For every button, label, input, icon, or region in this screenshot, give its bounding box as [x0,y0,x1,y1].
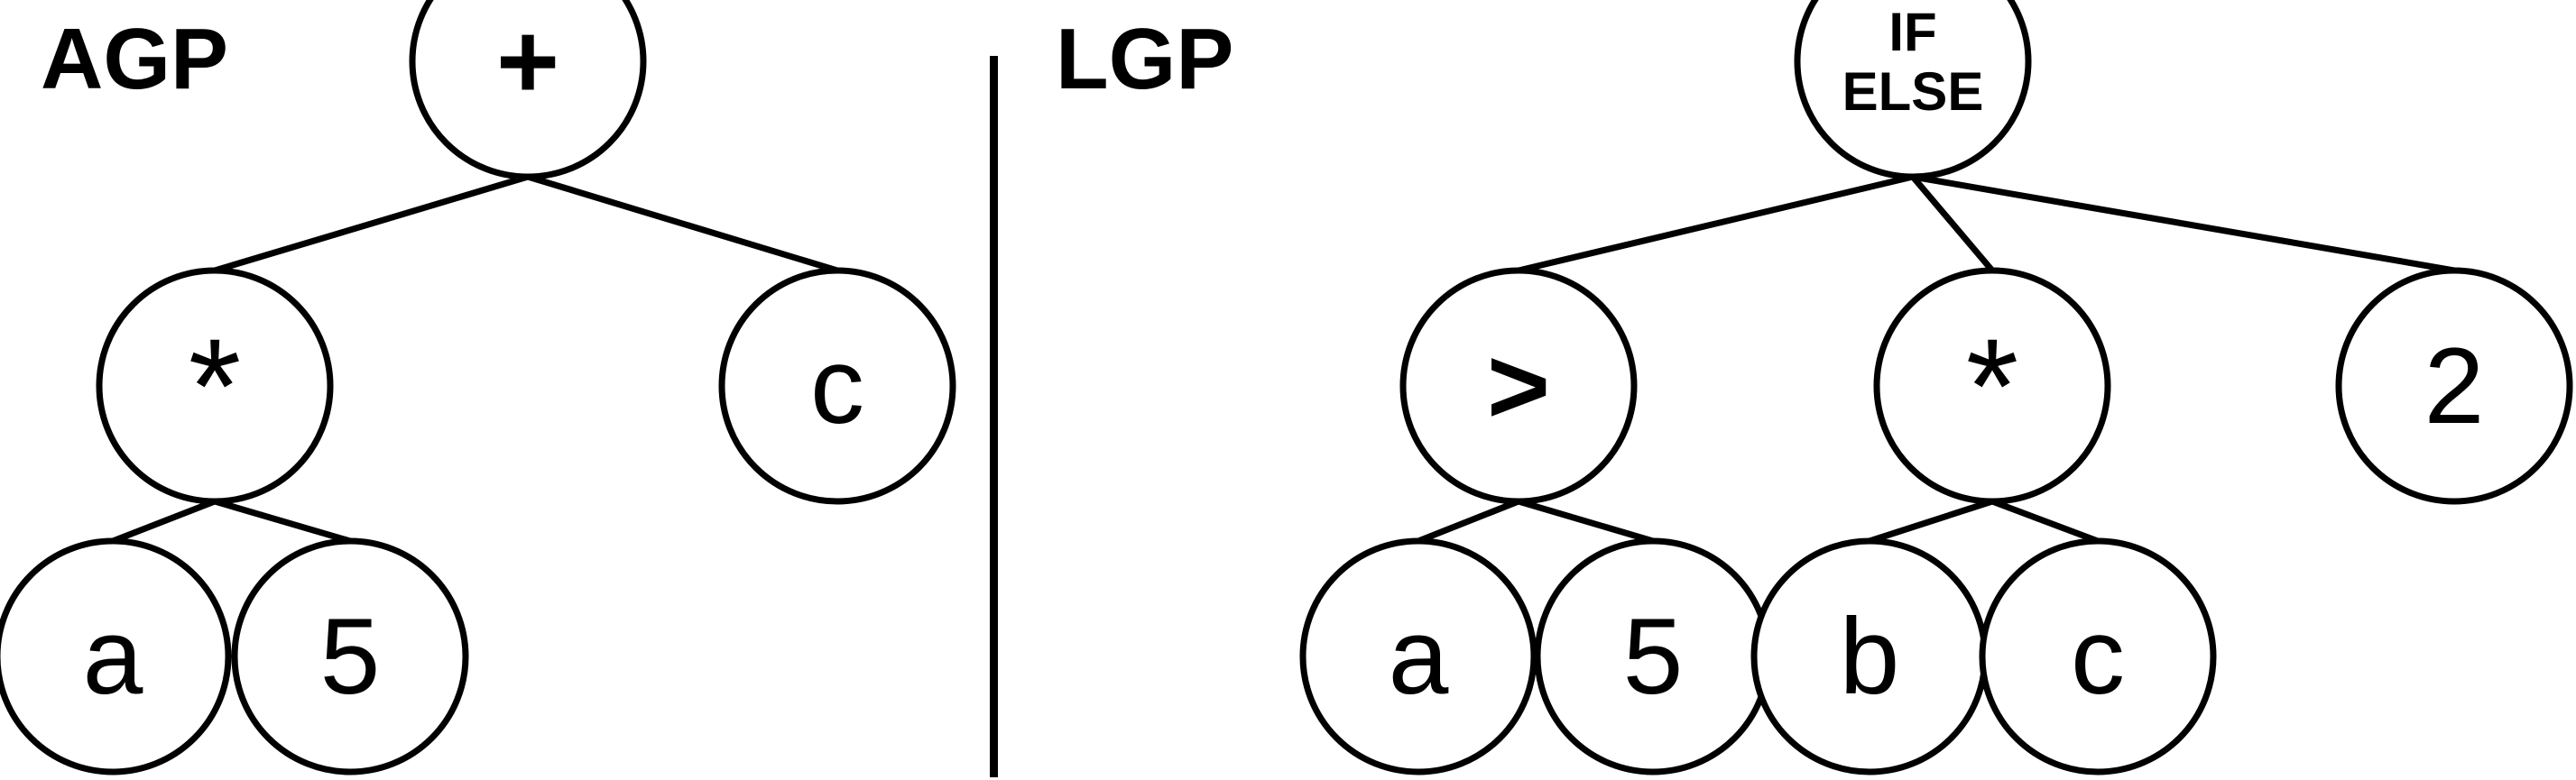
panel-title-agp: AGP [41,11,228,107]
node-label-agp-c: c [810,326,864,446]
tree-node-lgp-5[interactable]: 5 [1534,537,1772,775]
node-circle-lgp-2[interactable] [2335,267,2573,505]
tree-node-agp-mul[interactable]: * [96,267,334,505]
node-circle-lgp-mul[interactable] [1873,267,2111,505]
node-label-agp-5: 5 [320,596,381,717]
tree-node-agp-5[interactable]: 5 [231,537,469,775]
node-circle-agp-mul[interactable] [96,267,334,505]
tree-node-lgp-c[interactable]: c [1979,537,2217,775]
tree-edge-lgp-mul-to-lgp-c [1990,498,2100,545]
tree-edge-agp-mul-to-agp-5 [214,498,351,545]
panel-agp: + * c a 5 AGP [0,0,956,775]
tree-node-lgp-a[interactable]: a [1299,537,1537,775]
tree-edge-lgp-root-to-lgp-2 [1912,173,2455,274]
tree-node-lgp-mul[interactable]: * [1873,267,2111,505]
node-circle-lgp-root[interactable] [1794,0,2032,180]
node-label-agp-root: + [496,1,559,122]
tree-node-agp-root[interactable]: + [409,0,647,180]
node-label-lgp-c: c [2071,596,2125,717]
tree-node-lgp-2[interactable]: 2 [2335,267,2573,505]
node-circle-agp-root[interactable] [409,0,647,180]
node-label-lgp-a: a [1389,596,1449,717]
node-label-lgp-mul: * [1966,310,2018,462]
tree-edge-agp-mul-to-agp-a [111,498,217,545]
node-circle-lgp-c[interactable] [1979,537,2217,775]
tree-node-lgp-gt[interactable]: > [1399,267,1638,505]
tree-edge-agp-root-to-agp-c [526,173,839,274]
node-circle-agp-a[interactable] [0,537,232,775]
node-label-lgp-2: 2 [2424,326,2485,446]
tree-edge-lgp-gt-to-lgp-5 [1518,498,1654,545]
tree-edge-lgp-root-to-lgp-gt [1518,173,1914,274]
node-circle-lgp-gt[interactable] [1399,267,1638,505]
node-circle-agp-c[interactable] [718,267,956,505]
tree-edge-lgp-mul-to-lgp-b [1868,498,1994,545]
panel-title-lgp: LGP [1056,11,1233,107]
tree-node-agp-c[interactable]: c [718,267,956,505]
node-label-agp-mul: * [189,310,241,462]
tree-node-lgp-b[interactable]: b [1750,537,1989,775]
panel-divider [990,56,998,777]
tree-edge-agp-root-to-agp-mul [213,173,530,274]
node-label-lgp-gt: > [1487,326,1550,446]
node-label-lgp-5: 5 [1623,596,1684,717]
tree-edge-lgp-root-to-lgp-mul [1910,174,1995,273]
node-circle-lgp-a[interactable] [1299,537,1537,775]
tree-edge-lgp-gt-to-lgp-a [1417,498,1520,545]
tree-node-agp-a[interactable]: a [0,537,232,775]
node-label-agp-a: a [83,596,143,717]
node-circle-agp-5[interactable] [231,537,469,775]
node-label-lgp-b: b [1840,596,1900,717]
